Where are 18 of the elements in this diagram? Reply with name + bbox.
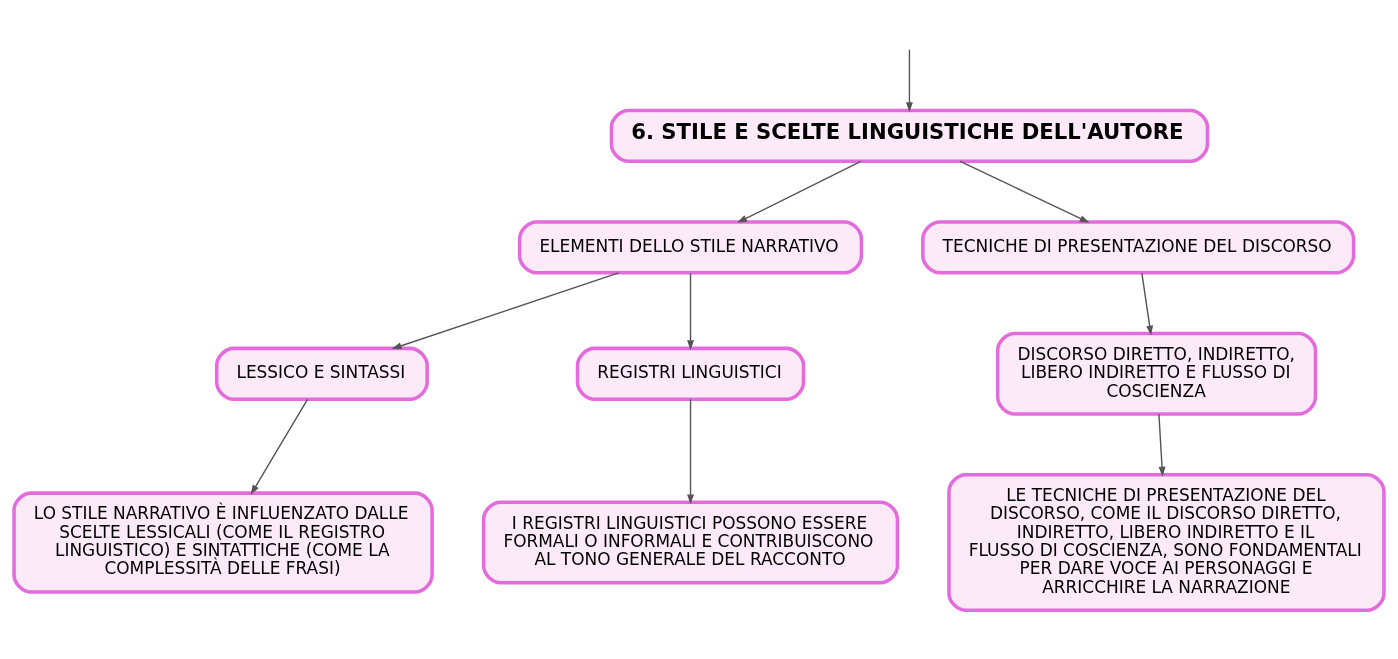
node-box: LE TECNICHE DI PRESENTAZIONE DEL DISCORSO, COME IL DISCORSO DIRETTO, INDIRETTO, LIBERO INDIRETTO E IL FLUSSO DI COSCIENZA, SONO FONDAMENTALI PER DARE VOCE AI PERSONAGGI E ARRICCHIRE LA NARRAZIONE	[947, 473, 1386, 613]
node-box: LESSICO E SINTASSI	[214, 346, 429, 401]
node-box: I REGISTRI LINGUISTICI POSSONO ESSERE FORMALI O INFORMALI E CONTRIBUISCONO AL TONO GENERALE DEL RACCONTO	[481, 500, 900, 585]
arrow	[250, 398, 309, 495]
arrow	[1141, 272, 1154, 336]
arrow	[959, 160, 1090, 223]
node-box: 6. STILE E SCELTE LINGUISTICHE DELL'AUTORE	[609, 108, 1210, 163]
node-box: LO STILE NARRATIVO È INFLUENZATO DALLE SCELTE LESSICALI (COME IL REGISTRO LINGUISTICO) E SINTATTICHE (COME LA COMPLESSITÀ DELLE FRASI)	[12, 491, 434, 594]
node-box: ELEMENTI DELLO STILE NARRATIVO	[517, 220, 864, 275]
node-box: DISCORSO DIRETTO, INDIRETTO, LIBERO INDIRETTO E FLUSSO DI COSCIENZA	[995, 331, 1318, 416]
arrow	[905, 49, 913, 113]
arrow	[1158, 413, 1166, 477]
node-box: REGISTRI LINGUISTICI	[575, 346, 806, 401]
node-box: TECNICHE DI PRESENTAZIONE DEL DISCORSO	[921, 220, 1356, 275]
arrow	[737, 160, 862, 223]
arrow	[391, 272, 620, 350]
arrow	[687, 398, 694, 505]
arrow	[687, 272, 694, 351]
